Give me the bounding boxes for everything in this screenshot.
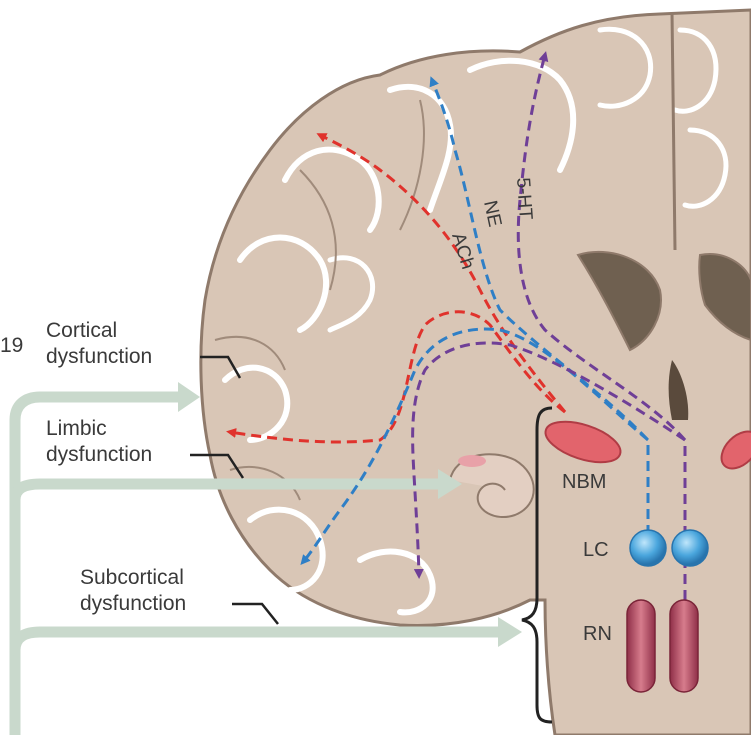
limbic-label-line1: Limbic — [46, 417, 107, 440]
limbic-label-line2: dysfunction — [46, 443, 152, 466]
rn-right — [670, 600, 698, 692]
cortex-outline — [201, 10, 751, 735]
brain-hemisphere — [201, 10, 751, 735]
rn-left — [627, 600, 655, 692]
green-branch-subcortical — [15, 632, 500, 650]
lc-label: LC — [583, 539, 609, 561]
lc-right — [672, 530, 708, 566]
rn-label: RN — [583, 623, 612, 645]
green-arrowhead-subcortical — [498, 617, 522, 647]
figure-number: 19 — [0, 334, 23, 357]
green-arrowhead-cortical — [178, 382, 200, 412]
subcortical-label-line1: Subcortical — [80, 566, 184, 589]
ht-label: 5-HT — [512, 177, 536, 221]
cortical-label-line2: dysfunction — [46, 345, 152, 368]
cortical-label-line1: Cortical — [46, 319, 117, 342]
subcortical-leader — [232, 604, 278, 624]
lc-left — [630, 530, 666, 566]
nbm-label: NBM — [562, 471, 606, 493]
hippocampus-highlight — [458, 455, 486, 467]
subcortical-label-line2: dysfunction — [80, 592, 186, 615]
